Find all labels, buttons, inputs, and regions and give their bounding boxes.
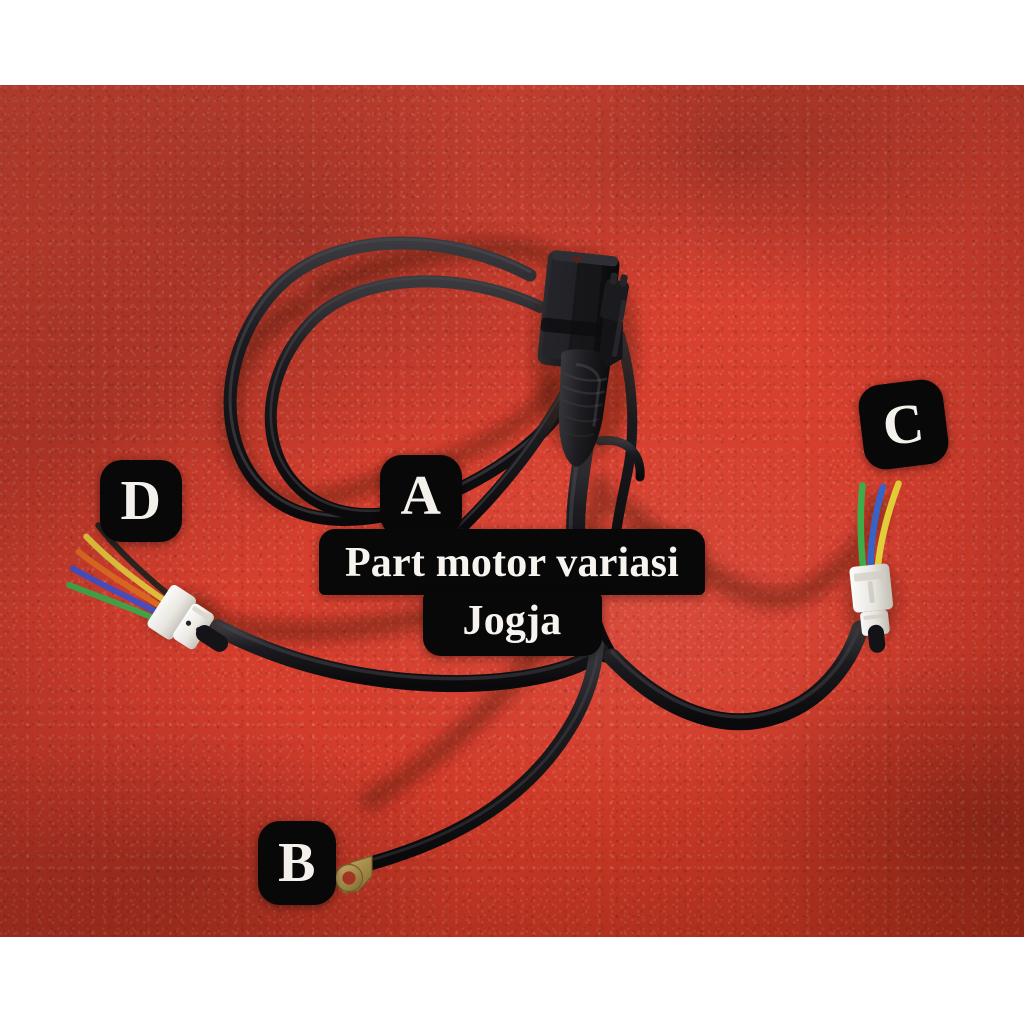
cable-branch-c <box>603 620 869 731</box>
label-badge-b-letter: B <box>278 832 316 894</box>
label-badge-a-letter: A <box>400 465 442 527</box>
label-badge-c: C <box>856 377 951 472</box>
label-badge-a: A <box>380 455 462 537</box>
connector-d-assembly <box>66 522 229 652</box>
cable-branch-d <box>209 619 609 693</box>
label-badge-c-letter: C <box>879 391 928 458</box>
ring-terminal-b <box>334 855 373 894</box>
letterbox-bottom <box>0 937 1024 1024</box>
connector-c-assembly <box>846 480 902 653</box>
letterbox-top <box>0 0 1024 85</box>
cable-coil-loop <box>223 236 583 527</box>
label-badge-b: B <box>258 821 336 905</box>
label-badge-d-letter: D <box>120 470 162 532</box>
connector-c-wires <box>857 480 902 576</box>
mini-connector <box>599 272 630 368</box>
red-fabric-background <box>0 85 1024 937</box>
label-badge-d: D <box>100 460 182 542</box>
relay-connector-assembly <box>533 250 637 467</box>
photo-area: D A C B Part motor variasi Jogja <box>0 85 1024 937</box>
